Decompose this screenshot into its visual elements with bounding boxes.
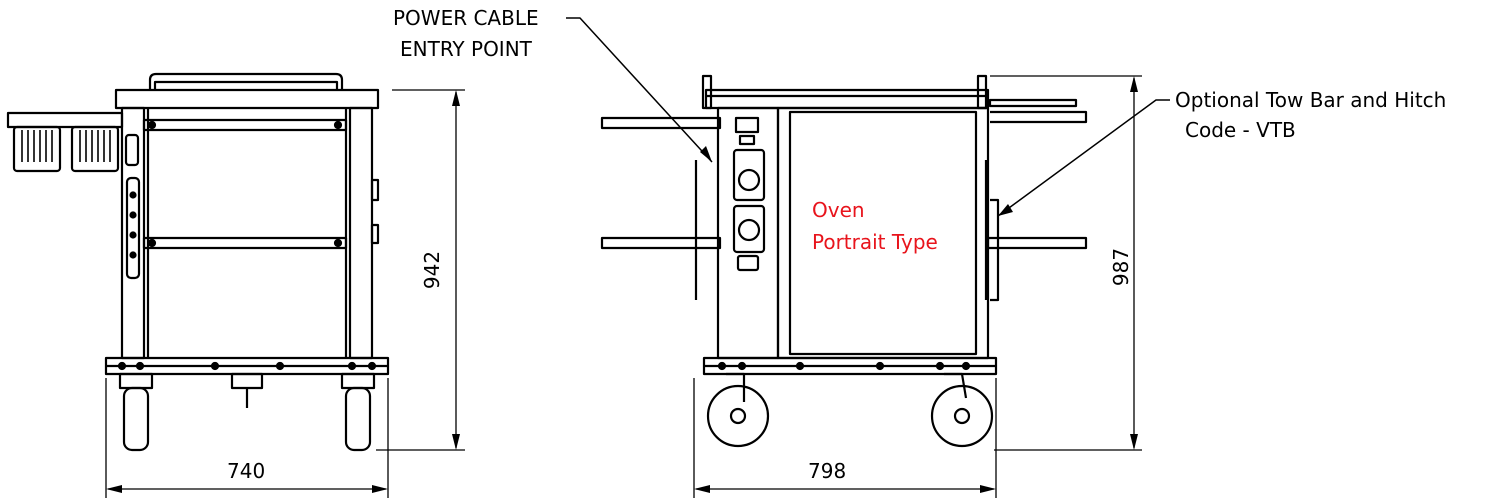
callout-leaders <box>566 17 1170 217</box>
front-view-trolley <box>104 72 390 452</box>
side-view-trolley <box>600 74 1088 448</box>
tow-bar-callout-line2: Code - VTB <box>1185 118 1296 142</box>
front-height-dimension: 942 <box>420 250 444 290</box>
side-width-dimension: 798 <box>808 459 847 483</box>
front-width-dimension: 740 <box>227 459 266 483</box>
side-height-dimension: 987 <box>1109 247 1133 287</box>
cutlery-basket-pair <box>6 111 124 173</box>
power-cable-callout-line2: ENTRY POINT <box>400 37 532 61</box>
tow-bar-callout-line1: Optional Tow Bar and Hitch <box>1175 88 1447 112</box>
oven-label-line2: Portrait Type <box>812 230 938 254</box>
oven-label-line1: Oven <box>812 198 865 222</box>
power-cable-callout-line1: POWER CABLE <box>393 6 539 30</box>
dimension-lines <box>105 75 1142 498</box>
